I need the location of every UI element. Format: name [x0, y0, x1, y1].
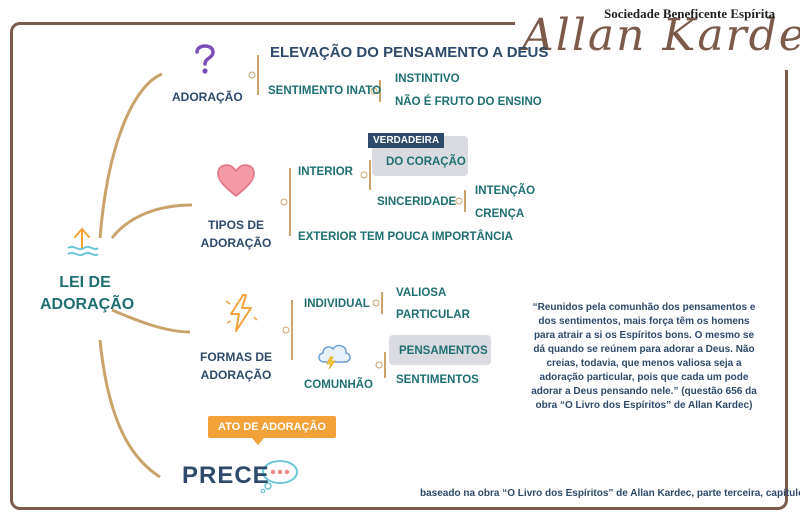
tipos-label: TIPOS DE ADORAÇÃO [200, 218, 272, 250]
main-curve-tipos [110, 203, 193, 239]
node-nao-fruto: NÃO É FRUTO DO ENSINO [395, 96, 542, 108]
node-exterior: EXTERIOR TEM POUCA IMPORTÂNCIA [298, 231, 513, 243]
node-crenca: CRENÇA [475, 208, 525, 220]
node-pensamentos: PENSAMENTOS [399, 345, 488, 357]
adoracao-label: ADORAÇÃO [172, 90, 243, 104]
brand-signature: Allan Kardec [522, 10, 800, 61]
node-sentimentos: SENTIMENTOS [396, 374, 479, 386]
node-interior: INTERIOR [298, 166, 353, 178]
main-curve-formas [111, 308, 191, 334]
lightning-icon [225, 294, 258, 332]
node-valiosa: VALIOSA [396, 287, 447, 299]
node-sinceridade: SINCERIDADE [377, 196, 457, 208]
main-curve-prece [98, 339, 161, 479]
node-intencao: INTENÇÃO [475, 185, 536, 197]
prece-label: PRECE [182, 462, 270, 489]
page-frame [10, 22, 788, 510]
heart-icon [217, 164, 255, 197]
tag-ato-adoracao: ATO DE ADORAÇÃO [208, 416, 336, 445]
main-curve-adoracao [98, 72, 163, 239]
node-sentimento-inato: SENTIMENTO INATO [268, 85, 382, 97]
question-icon [195, 44, 215, 74]
heading-elevacao: ELEVAÇÃO DO PENSAMENTO A DEUS [270, 44, 549, 61]
node-instintivo: INSTINTIVO [395, 73, 460, 85]
formas-label: FORMAS DE ADORAÇÃO [200, 350, 272, 382]
footer-source: baseado na obra “O Livro dos Espíritos” … [420, 488, 800, 499]
node-particular: PARTICULAR [396, 309, 470, 321]
storm-cloud-icon [318, 344, 351, 370]
highlight-pensamentos [389, 335, 491, 365]
brand-area [515, 0, 800, 70]
main-title: LEI DE ADORAÇÃO [40, 274, 135, 313]
quote-text: “Reunidos pela comunhão dos pensamentos … [531, 302, 757, 411]
node-comunhao: COMUNHÃO [304, 379, 373, 391]
tag-verdadeira: VERDADEIRA [368, 133, 445, 148]
node-individual: INDIVIDUAL [304, 298, 370, 310]
arrow-up-icon [67, 227, 99, 257]
speech-bubble-icon [260, 460, 298, 494]
brand-org: Sociedade Beneficente Espírita [604, 6, 776, 21]
node-do-coracao: DO CORAÇÃO [386, 156, 466, 168]
